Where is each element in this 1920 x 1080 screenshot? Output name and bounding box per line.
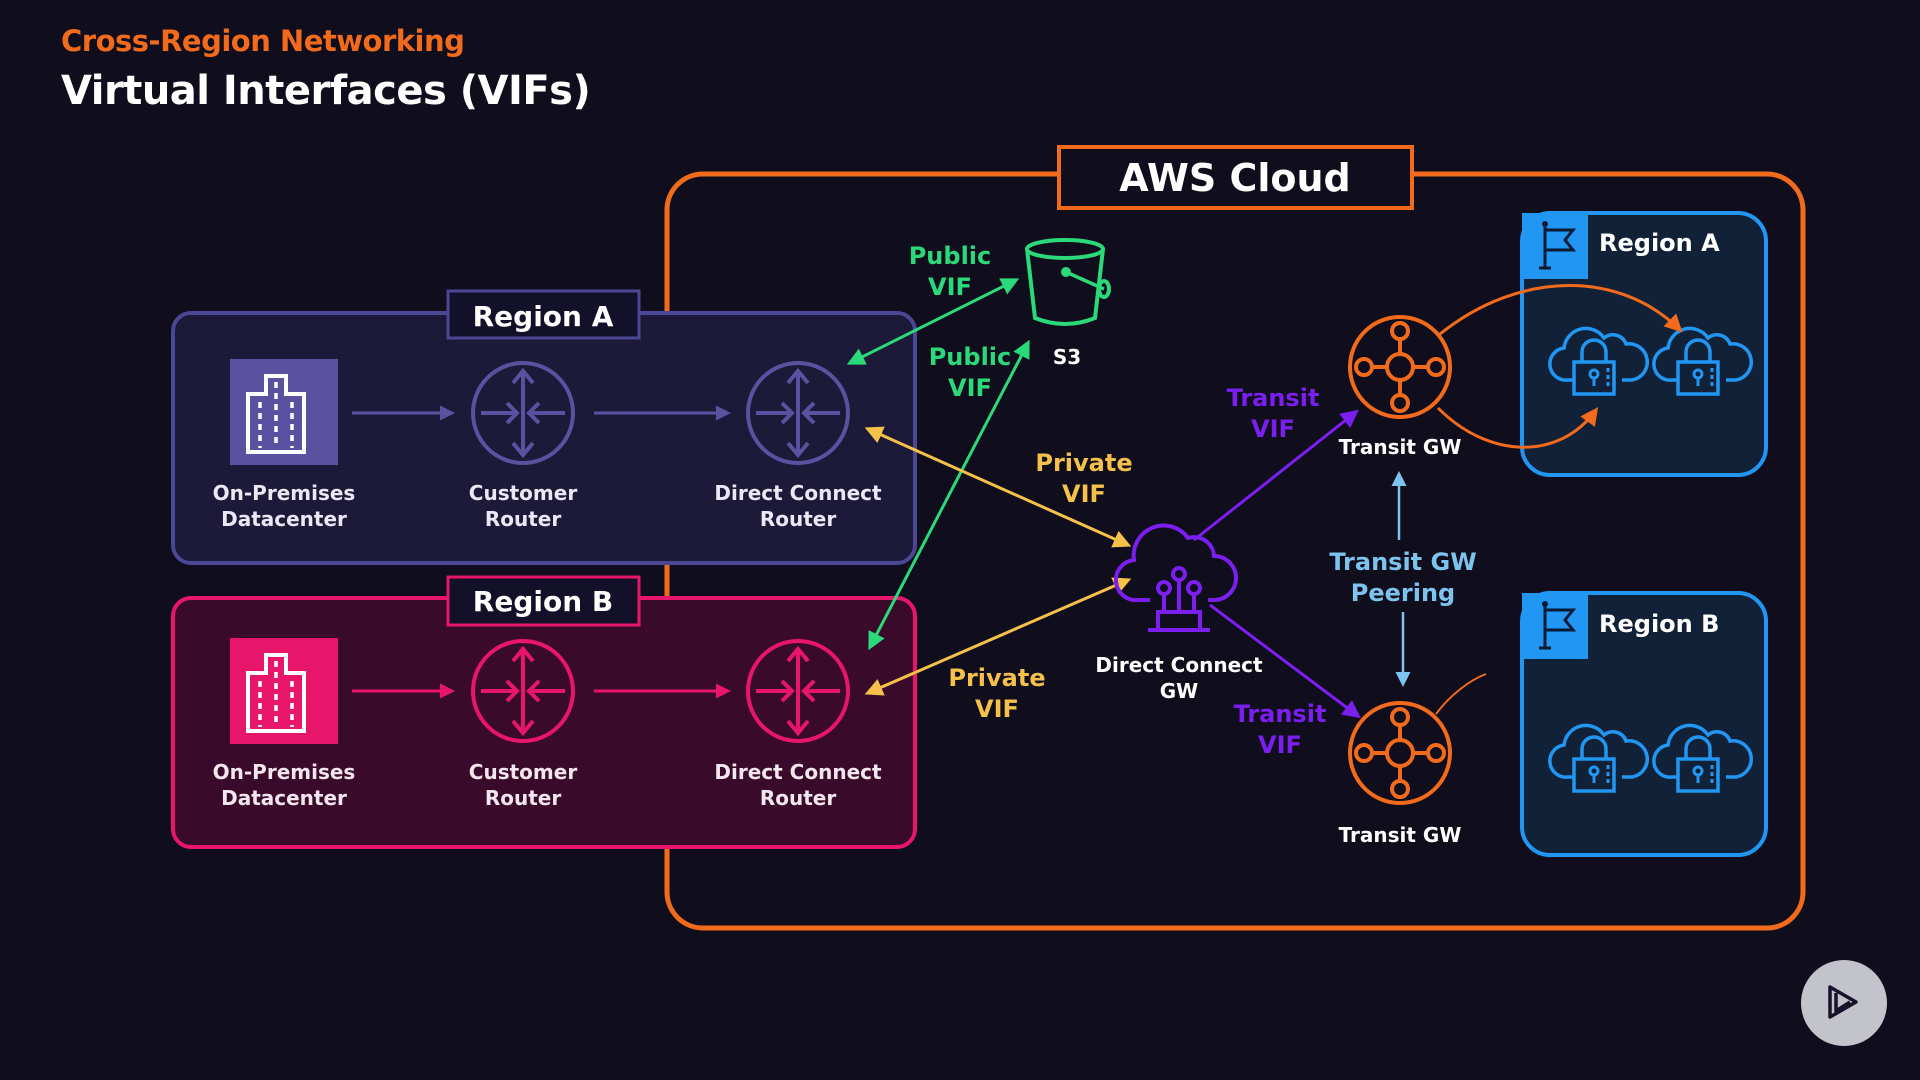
- transit-gw-icon: [1348, 315, 1452, 419]
- transit-vif-label: Transit: [1227, 384, 1320, 412]
- aws-region-b-label: Region B: [1599, 610, 1719, 638]
- private-vif-label: Private: [1035, 449, 1132, 477]
- play-logo-button[interactable]: [1801, 960, 1887, 1046]
- router-icon: [471, 361, 575, 465]
- node-label: On-Premises: [213, 760, 356, 784]
- router-icon: [746, 639, 850, 743]
- region-b-label: Region B: [473, 585, 613, 618]
- aws-cloud-label: AWS Cloud: [1119, 156, 1351, 200]
- transit-vif-label: VIF: [1258, 731, 1302, 759]
- transit-gw-label: Transit GW: [1339, 823, 1462, 847]
- node-label: Direct Connect: [714, 760, 882, 784]
- peering-label: Peering: [1351, 579, 1455, 607]
- node-label: Datacenter: [221, 786, 347, 810]
- public-vif-label: Public: [909, 242, 992, 270]
- s3-bucket-icon: [1025, 238, 1111, 326]
- aws-region-a: Region A: [1520, 211, 1768, 477]
- node-label: Datacenter: [221, 507, 347, 531]
- private-vif-label: VIF: [1062, 480, 1106, 508]
- dc-gw-label: Direct Connect: [1095, 653, 1263, 677]
- router-icon: [746, 361, 850, 465]
- region-a-label-box: [446, 289, 641, 340]
- node-label: Direct Connect: [714, 481, 882, 505]
- transit-gw-label: Transit GW: [1339, 435, 1462, 459]
- region-a-label: Region A: [473, 300, 614, 333]
- public-vif-label: VIF: [948, 374, 992, 402]
- transit-vif-label: VIF: [1251, 415, 1295, 443]
- private-vif-arrow-2: [864, 577, 1132, 696]
- section-subtitle: Cross-Region Networking: [61, 24, 465, 58]
- node-label: Customer: [469, 481, 578, 505]
- route-arrow: [1435, 673, 1487, 715]
- private-vif-arrow-1: [864, 426, 1132, 548]
- public-vif-label: VIF: [928, 273, 972, 301]
- aws-region-a-label: Region A: [1599, 229, 1720, 257]
- peering-label: Transit GW: [1329, 548, 1476, 576]
- private-vif-label: VIF: [975, 695, 1019, 723]
- node-label: Router: [760, 786, 837, 810]
- node-label: Router: [760, 507, 837, 531]
- play-logo-icon: [1828, 985, 1858, 1019]
- private-vif-label: Private: [948, 664, 1045, 692]
- transit-gw-icon: [1348, 701, 1452, 805]
- router-icon: [471, 639, 575, 743]
- slide-title: Virtual Interfaces (VIFs): [61, 68, 591, 114]
- node-label: Router: [485, 786, 562, 810]
- node-label: Router: [485, 507, 562, 531]
- node-label: On-Premises: [213, 481, 356, 505]
- region-b-label-box: [446, 575, 641, 627]
- transit-vif-arrow-2: [1209, 603, 1361, 719]
- aws-cloud-label-box: [1057, 145, 1414, 210]
- public-vif-label: Public: [929, 343, 1012, 371]
- aws-region-b: Region B: [1520, 591, 1768, 857]
- s3-label: S3: [1053, 345, 1081, 369]
- route-arrow: [1439, 284, 1683, 336]
- transit-vif-arrow-1: [1193, 409, 1359, 542]
- dc-gw-label: GW: [1160, 679, 1198, 703]
- direct-connect-gw-icon: [1113, 523, 1238, 632]
- transit-vif-label: Transit: [1234, 700, 1327, 728]
- node-label: Customer: [469, 760, 578, 784]
- route-arrow: [1436, 406, 1599, 449]
